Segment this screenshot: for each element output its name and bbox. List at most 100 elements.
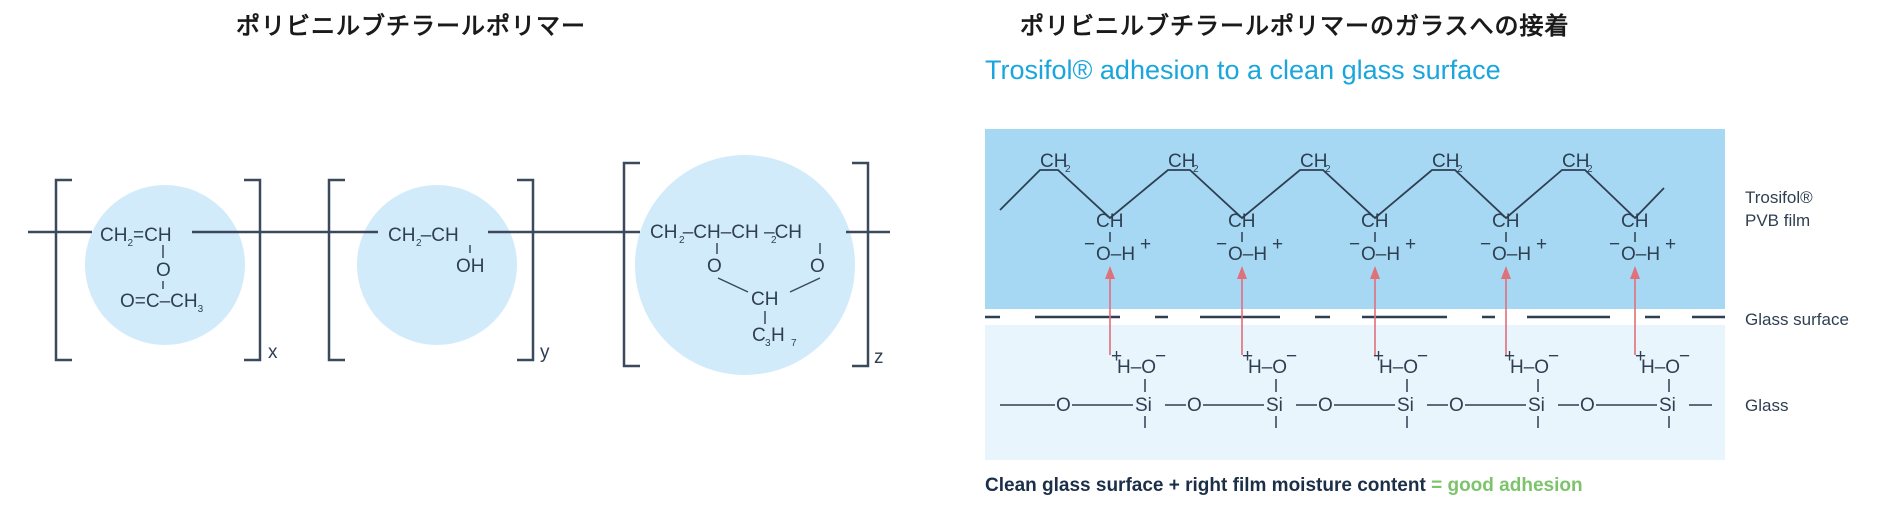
unit2-hydroxyl: OH: [456, 256, 485, 277]
arrow-head: [1501, 266, 1511, 279]
chain-ch-1: CH: [1096, 211, 1123, 232]
chain-plus-sign: +: [1665, 234, 1676, 255]
chain-ch2-3: CH: [1300, 151, 1327, 172]
svg-text:2: 2: [416, 238, 422, 249]
unit1-acetyl: O=C–CH: [120, 291, 198, 312]
silicon-3: Si: [1397, 395, 1414, 416]
chain-minus-sign: −: [1480, 234, 1491, 255]
unit2-index: y: [540, 342, 550, 363]
svg-text:O=C–CH3: O=C–CH3: [120, 291, 204, 315]
chain-ch2-sub: 2: [1065, 164, 1071, 175]
glass-units: +H–O−Si+H–O−Si+H–O−Si+H–O−Si+H–O−Si: [1111, 346, 1690, 428]
unit3-ch: CH: [751, 289, 778, 310]
silicon-1: Si: [1135, 395, 1152, 416]
unit3-chain: CH –CH–CH –CH: [650, 222, 802, 243]
chain-hydroxyl-3: O–H: [1361, 244, 1400, 265]
unit3-oxygen-left: O: [707, 256, 722, 277]
chain-ch2-sub: 2: [1587, 164, 1593, 175]
svg-text:C H: C H: [752, 325, 785, 346]
pvb-chain-zigzag: [999, 169, 1665, 220]
glass-oxygen-1: O: [1056, 395, 1071, 416]
glass-plus-sign: +: [1111, 346, 1122, 367]
chain-plus-sign: +: [1536, 234, 1547, 255]
unit1-circle: [85, 185, 245, 345]
chain-ch2-sub: 2: [1325, 164, 1331, 175]
chain-minus-sign: −: [1349, 234, 1360, 255]
silicon-2: Si: [1266, 395, 1283, 416]
glass-oxygen-4: O: [1449, 395, 1464, 416]
unit3-index: z: [874, 347, 884, 368]
adhesion-diagram: [985, 129, 1725, 460]
glass-plus-sign: +: [1504, 346, 1515, 367]
glass-minus-sign: −: [1155, 346, 1166, 367]
chain-minus-sign: −: [1084, 234, 1095, 255]
silicon-5: Si: [1659, 395, 1676, 416]
film-label-line2: PVB film: [1745, 211, 1810, 230]
unit3-propyl: C H: [752, 325, 785, 346]
adhesion-conclusion: Clean glass surface + right film moistur…: [985, 475, 1583, 497]
glass-hydroxyl-4: H–O: [1510, 357, 1549, 378]
chain-ch-2: CH: [1228, 211, 1255, 232]
glass-plus-sign: +: [1373, 346, 1384, 367]
glass-plus-sign: +: [1635, 346, 1646, 367]
footer-good: = good adhesion: [1431, 475, 1583, 496]
glass-minus-sign: −: [1286, 346, 1297, 367]
polymer-structure: CH2=CH O O=C–CH3 x CH –CH 2 OH y CH –CH–…: [28, 155, 890, 375]
glass-oxygen-5: O: [1580, 395, 1595, 416]
glass-plus-sign: +: [1242, 346, 1253, 367]
chain-plus-sign: +: [1272, 234, 1283, 255]
glass-hydroxyl-2: H–O: [1248, 357, 1287, 378]
svg-text:3: 3: [765, 338, 771, 349]
chain-ch2-sub: 2: [1193, 164, 1199, 175]
arrow-head: [1630, 266, 1640, 279]
chain-ch2-2: CH: [1168, 151, 1195, 172]
unit1-oxygen: O: [156, 260, 171, 281]
chain-minus-sign: −: [1216, 234, 1227, 255]
unit3-oxygen-right: O: [810, 256, 825, 277]
footer-main: Clean glass surface + right film moistur…: [985, 475, 1426, 496]
glass-hydroxyl-5: H–O: [1641, 357, 1680, 378]
unit1-ch2: CH: [100, 225, 127, 246]
glass-oxygen-3: O: [1318, 395, 1333, 416]
glass-surface-label: Glass surface: [1745, 310, 1849, 329]
arrow-head: [1237, 266, 1247, 279]
chain-ch2-sub: 2: [1457, 164, 1463, 175]
glass-hydroxyl-3: H–O: [1379, 357, 1418, 378]
arrow-head: [1370, 266, 1380, 279]
svg-text:2: 2: [771, 235, 777, 246]
svg-text:CH –CH–CH –CH: CH –CH–CH –CH: [650, 222, 802, 243]
chain-minus-sign: −: [1609, 234, 1620, 255]
unit2-formula: CH –CH: [388, 225, 459, 246]
film-label-line1: Trosifol®: [1745, 188, 1813, 207]
glass-minus-sign: −: [1417, 346, 1428, 367]
silicon-4: Si: [1528, 395, 1545, 416]
glass-minus-sign: −: [1679, 346, 1690, 367]
chain-ch2-1: CH: [1040, 151, 1067, 172]
chain-ch-4: CH: [1492, 211, 1519, 232]
adhesion-subtitle: Trosifol® adhesion to a clean glass surf…: [985, 55, 1501, 85]
chain-plus-sign: +: [1405, 234, 1416, 255]
unit2-circle: [357, 185, 517, 345]
glass-minus-sign: −: [1548, 346, 1559, 367]
chain-ch-3: CH: [1361, 211, 1388, 232]
svg-text:CH2=CH: CH2=CH: [100, 225, 172, 249]
chain-ch2-5: CH: [1562, 151, 1589, 172]
glass-label: Glass: [1745, 396, 1788, 415]
right-title: ポリビニルブチラールポリマーのガラスへの接着: [1020, 12, 1570, 40]
glass-region: [985, 325, 1725, 460]
chain-ch2-4: CH: [1432, 151, 1459, 172]
svg-text:2: 2: [679, 235, 685, 246]
chain-ch-5: CH: [1621, 211, 1648, 232]
svg-text:CH –CH: CH –CH: [388, 225, 459, 246]
chain-plus-sign: +: [1140, 234, 1151, 255]
svg-text:7: 7: [791, 338, 797, 349]
chain-hydroxyl-5: O–H: [1621, 244, 1660, 265]
left-title: ポリビニルブチラールポリマー: [236, 12, 586, 40]
chain-hydroxyl-1: O–H: [1096, 244, 1135, 265]
glass-oxygen-2: O: [1187, 395, 1202, 416]
arrow-head: [1105, 266, 1115, 279]
chain-hydroxyl-4: O–H: [1492, 244, 1531, 265]
